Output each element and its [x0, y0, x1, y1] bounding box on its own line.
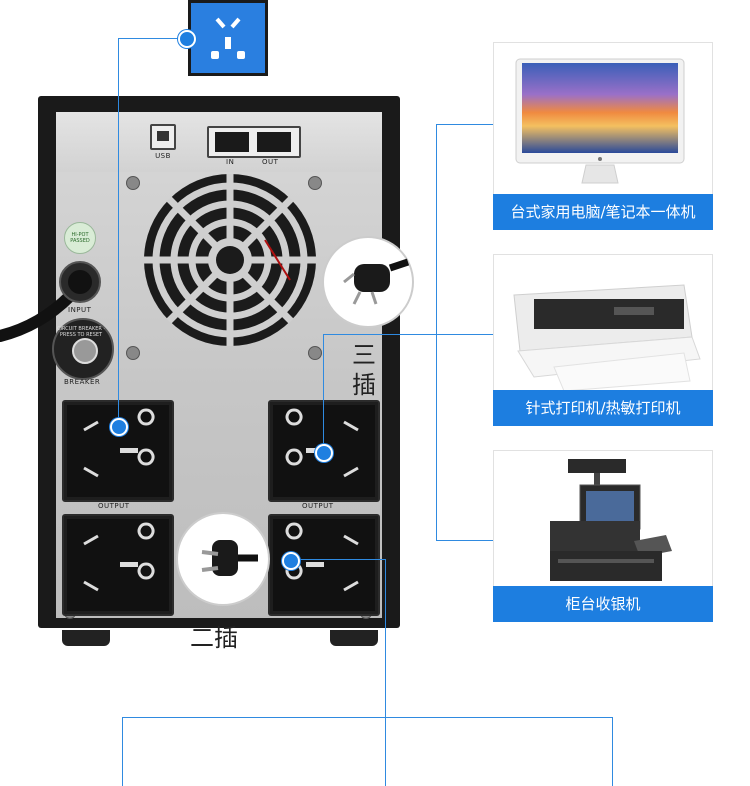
connector-line [436, 540, 493, 541]
connector-line [122, 717, 123, 786]
output-socket-bottom-left[interactable] [62, 514, 174, 616]
three-pin-plug-icon [322, 236, 414, 328]
breaker-label: BREAKER [64, 378, 101, 386]
input-label: INPUT [68, 306, 92, 314]
device-card-computer [493, 42, 713, 196]
connector-line [436, 124, 493, 125]
connector-line [323, 334, 324, 452]
network-ports [207, 126, 301, 158]
hipot-sticker: HI-POT PASSED [64, 222, 96, 254]
universal-socket-icon [83, 408, 155, 478]
ups-foot [62, 630, 110, 646]
screw-icon [126, 346, 140, 360]
input-power-cable [0, 261, 101, 342]
fan-grille-icon [144, 174, 316, 346]
device-caption: 柜台收银机 [493, 586, 713, 622]
output-label: OUTPUT [302, 502, 334, 510]
usb-port[interactable] [150, 124, 176, 150]
connector-line [385, 559, 386, 786]
connector-dot [315, 444, 333, 462]
circuit-breaker-button[interactable] [52, 318, 114, 380]
screw-icon [308, 346, 322, 360]
out-label: OUT [262, 158, 279, 166]
two-pin-label: 二插 [190, 624, 238, 652]
rj45-out-port[interactable] [257, 132, 291, 152]
connector-line [290, 559, 385, 560]
universal-socket-icon [83, 522, 155, 592]
in-label: IN [226, 158, 235, 166]
connector-dot [282, 552, 300, 570]
connector-dot [178, 30, 196, 48]
breaker-ring-text: CIRCUIT BREAKER · PRESS TO RESET [56, 326, 106, 338]
connector-line [118, 38, 119, 424]
device-caption: 台式家用电脑/笔记本一体机 [493, 194, 713, 230]
connector-line [612, 717, 613, 786]
connector-line [323, 334, 493, 335]
device-caption: 针式打印机/热敏打印机 [493, 390, 713, 426]
ups-foot [330, 630, 378, 646]
connector-line [118, 38, 188, 39]
all-in-one-computer-icon [515, 58, 685, 184]
device-card-printer [493, 254, 713, 392]
device-card-cash-register [493, 450, 713, 588]
hipot-text: PASSED [70, 238, 90, 244]
connector-line [436, 124, 437, 540]
connector-dot [110, 418, 128, 436]
screw-icon [308, 176, 322, 190]
connector-line [122, 717, 612, 718]
output-label: OUTPUT [98, 502, 130, 510]
rj45-in-port[interactable] [215, 132, 249, 152]
three-pin-label: 三插 [352, 341, 376, 399]
two-pin-plug-icon [176, 512, 270, 606]
cash-register-pos-icon [550, 459, 672, 581]
dot-matrix-printer-icon [513, 284, 701, 392]
chinese-socket-icon [188, 0, 268, 76]
screw-icon [126, 176, 140, 190]
hipot-text: HI-POT [71, 232, 89, 238]
usb-label: USB [155, 152, 171, 160]
